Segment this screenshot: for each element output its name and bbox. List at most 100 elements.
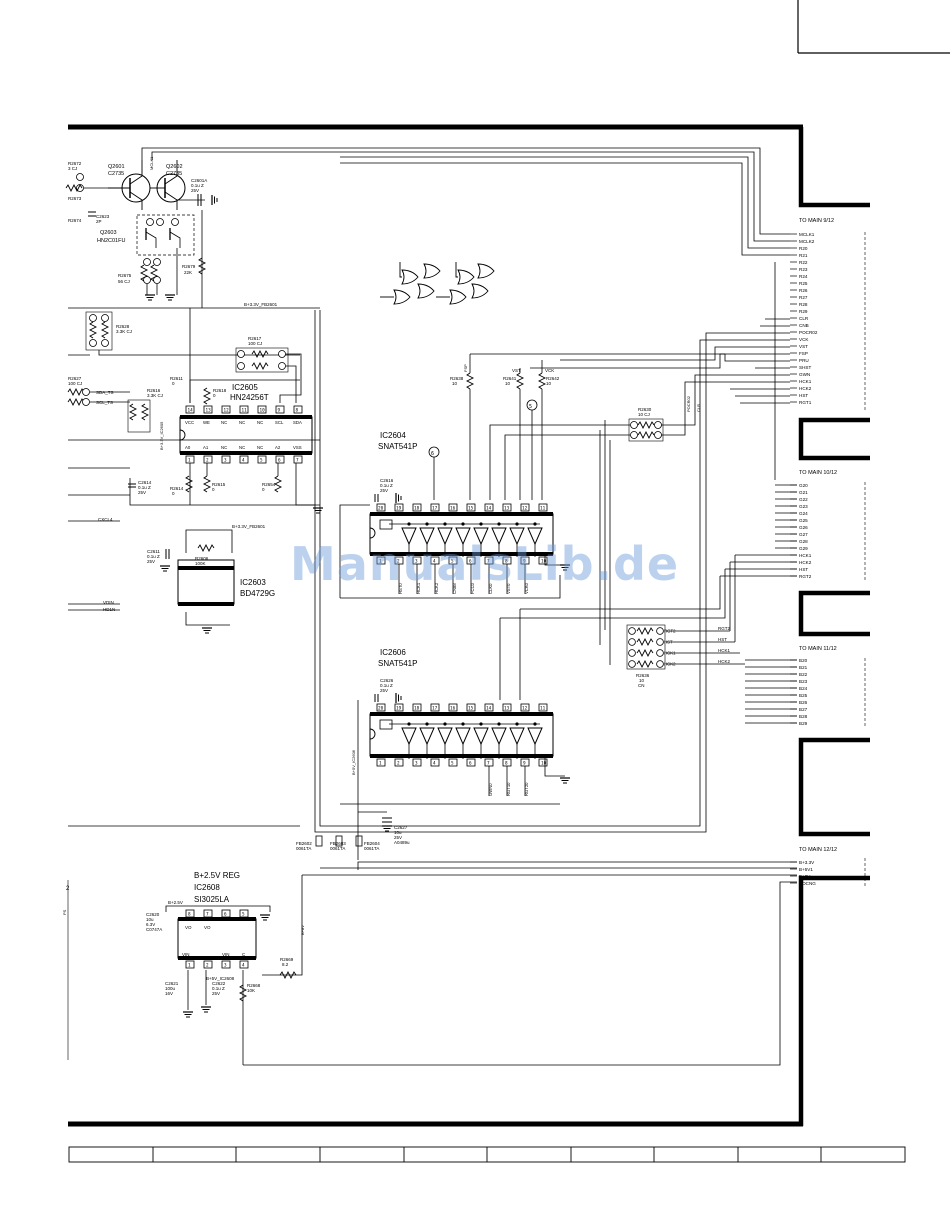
bus-hck2: HCK2 — [718, 659, 731, 664]
ic-pin-name: VSS — [293, 445, 302, 450]
ic-pin-number: 10 — [260, 408, 266, 414]
c2611-ref: C2611 — [147, 549, 160, 554]
net-label: HST — [664, 640, 673, 645]
bus-signal-label: RGT10 — [506, 782, 511, 796]
ic-pin-box — [484, 703, 494, 712]
ic-pin-name: A1 — [203, 445, 209, 450]
connector-pin-label: B27 — [799, 707, 808, 712]
connector-pin-label: RGT1 — [799, 400, 812, 405]
ic-pin-number: 4 — [433, 761, 436, 767]
ic2603-block: R2606 100K IC2603 BD4729G C2611 0.1u Z 2… — [147, 529, 275, 634]
ic-pin-box — [203, 455, 213, 464]
connector-pin-label: MCLK1 — [799, 232, 815, 237]
connector-pin-label: G26 — [799, 525, 808, 530]
ic-pin-name: NC — [239, 420, 245, 425]
q2601-part: C2735 — [108, 171, 124, 177]
connector-pin-label: G27 — [799, 532, 808, 537]
ic2608-part: SI3025LA — [194, 895, 230, 904]
c2621-val: 100u — [165, 986, 176, 991]
net-label: HCK2 — [664, 662, 676, 667]
watermark-text: ManualsLib.de — [290, 537, 679, 591]
ic-pin-number: 8 — [505, 559, 508, 565]
c2616-ref: C2616 — [380, 478, 394, 483]
svg-text:VST: VST — [512, 368, 521, 373]
fb2604-ref: FB2604 — [364, 841, 380, 846]
r2675-ref: R2675 — [118, 273, 132, 278]
ic-pin-box — [466, 503, 476, 512]
r2642-ref: R2642 — [546, 376, 560, 381]
ic-pin-box — [239, 455, 249, 464]
ic-pin-box — [520, 503, 530, 512]
ic-pin-number: 3 — [224, 458, 227, 464]
connector-pin-label: HCK2 — [799, 386, 812, 391]
r2636-type: CN — [638, 683, 645, 688]
ic2605-block: IC2605 HN24256T 14VCC13WE12NC11NC10NC9SC… — [127, 308, 324, 514]
ic-pin-name: SDA — [293, 420, 302, 425]
ic-pin-box — [203, 405, 213, 414]
ic-pin-number: 7 — [206, 912, 209, 918]
c2622-ref: C2622 — [212, 981, 226, 986]
ic-pin-box — [203, 909, 213, 918]
ic-pin-number: 11 — [540, 706, 546, 712]
c2623-val: 2P — [96, 219, 102, 224]
ic-pin-box — [502, 703, 512, 712]
r2617-val: 100 CJ — [248, 341, 262, 346]
hd1n-label: HD1N — [103, 607, 115, 612]
ic-pin-number: 7 — [487, 559, 490, 565]
connector-pin — [656, 660, 664, 668]
r2638-ref: R2638 — [450, 376, 464, 381]
c2601-rating: 25V — [191, 188, 199, 193]
left-edge-marks: 2 PS — [62, 880, 70, 1060]
b33-ic2605-label: B+3.3V_IC2605 — [159, 421, 164, 450]
connector-pin-label: R24 — [799, 274, 808, 279]
connector-pin-label: B21 — [799, 665, 808, 670]
r2628-ref: R2628 — [116, 324, 130, 329]
connector-pin-label: G23 — [799, 504, 808, 509]
ic-pin-number: 5 — [451, 761, 454, 767]
ic2608-c: C — [242, 952, 246, 957]
connector-main-9-title: TO MAIN 9/12 — [799, 218, 834, 224]
connector-pin-label: B+8V — [799, 874, 811, 879]
mclk1-label: MCLK1 — [149, 156, 154, 170]
c2611-val: 0.1u Z — [147, 554, 160, 559]
ic-pin-number: 4 — [433, 559, 436, 565]
buffer-gate — [527, 721, 543, 745]
ic-pin-box — [502, 503, 512, 512]
c2616-rating: 25V — [380, 488, 388, 493]
b5v-ic2608-label: B+5V_IC2608 — [206, 976, 235, 981]
ic-pin-number: 8 — [296, 408, 299, 414]
r2669-ref: R2669 — [280, 957, 294, 962]
ic-pin-number: 5 — [260, 458, 263, 464]
c2620-val: 10u — [146, 917, 154, 922]
r2618-ref: R2618 — [213, 388, 227, 393]
ic-pin-box — [185, 405, 195, 414]
c2627-type: A0489u — [394, 840, 410, 845]
ic-pin-box — [448, 703, 458, 712]
connector-main-10-title: TO MAIN 10/12 — [799, 470, 837, 476]
connector-pin-label: B22 — [799, 672, 808, 677]
connector-pin-label: R29 — [799, 309, 808, 314]
connector-pin-label: B24 — [799, 686, 808, 691]
r2673-ref: R2673 — [68, 196, 82, 201]
b8v-label: B+8V — [300, 925, 305, 935]
ic-pin-name: A2 — [275, 445, 281, 450]
c2620-ref: C2620 — [146, 912, 160, 917]
fb2602-ref: FB2602 — [296, 841, 312, 846]
ic-pin-box — [185, 960, 195, 969]
connector-pin-label: HCK1 — [799, 553, 812, 558]
ic-pin-name: NC — [221, 420, 227, 425]
r2674-ref: R2674 — [68, 218, 82, 223]
ic-pin-number: 6 — [469, 559, 472, 565]
r2668-ref: R2668 — [247, 983, 261, 988]
connector-pin-label: RGT2 — [799, 574, 812, 579]
ic-pin-number: 6 — [469, 761, 472, 767]
r2617-ref: R2617 — [248, 336, 262, 341]
ic-pin-number: 9 — [523, 559, 526, 565]
c2601-val: 0.1u Z — [191, 183, 204, 188]
connector-pin-label: B25 — [799, 693, 808, 698]
ic2608-vin: VIN — [182, 952, 190, 957]
ic-pin-number: 13 — [206, 408, 212, 414]
buffer-gate — [401, 721, 417, 745]
connector-pin-label: R26 — [799, 288, 808, 293]
ic-pin-box — [394, 758, 404, 767]
